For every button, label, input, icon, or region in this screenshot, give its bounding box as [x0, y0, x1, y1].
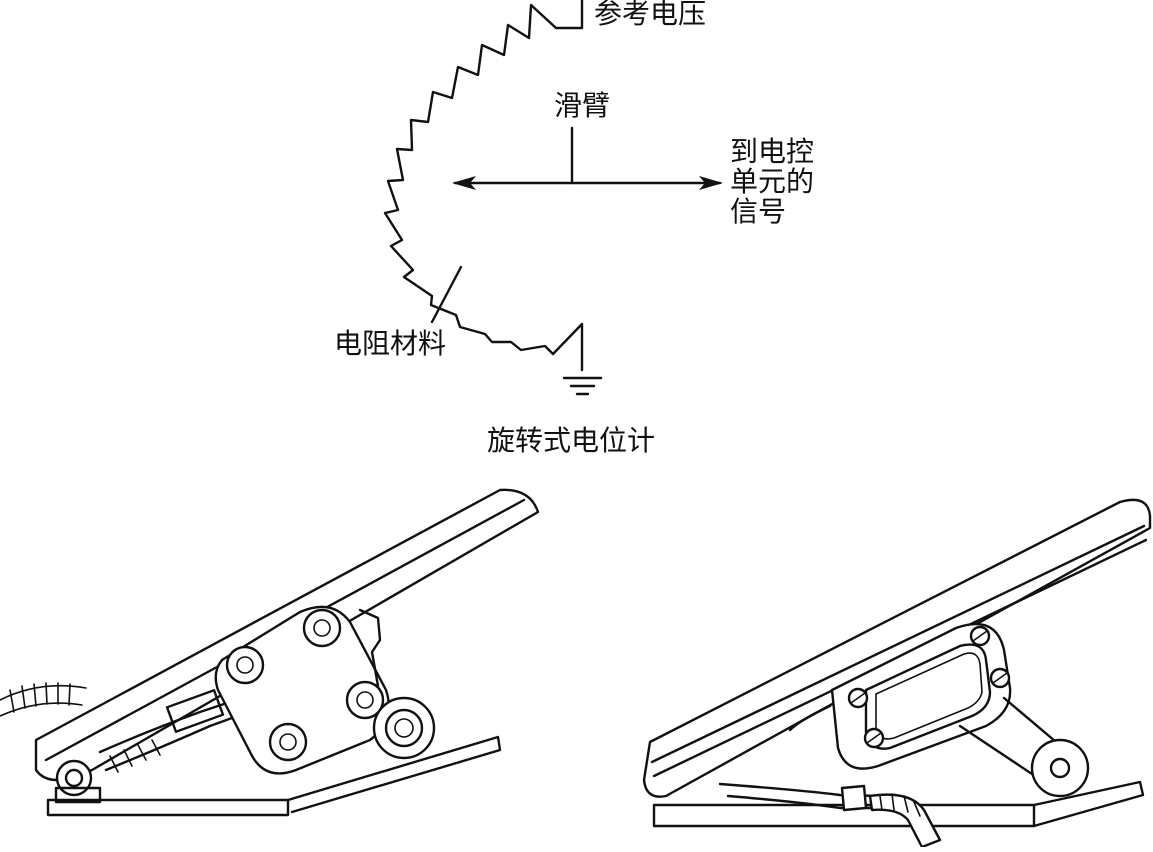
- resistive-material-label: 电阻材料: [334, 327, 447, 360]
- wiper-arm: [453, 126, 722, 185]
- resistive-material-leader: [430, 265, 463, 324]
- signal-to-ecu-line-3: 信号: [730, 195, 787, 228]
- wiper-label: 滑臂: [554, 89, 611, 122]
- signal-to-ecu-label: 到电控 单元的 信号: [730, 137, 814, 227]
- signal-to-ecu-line-1: 到电控: [730, 135, 815, 168]
- ground-symbol-icon: [562, 376, 603, 396]
- pedal-assembly-left: [0, 488, 540, 817]
- signal-to-ecu-line-2: 单元的: [730, 165, 815, 198]
- arrow-icon: [699, 176, 723, 190]
- reference-voltage-label: 参考电压: [594, 0, 707, 30]
- pedal-assembly-right: [642, 498, 1152, 849]
- resistor-arc: [383, 0, 584, 372]
- arrow-icon: [452, 176, 476, 190]
- figure-caption: 旋转式电位计: [487, 424, 656, 457]
